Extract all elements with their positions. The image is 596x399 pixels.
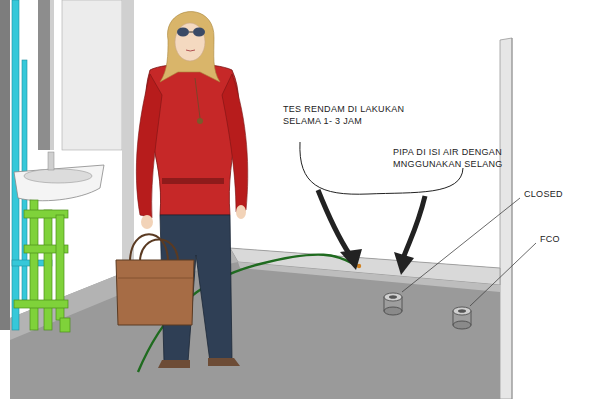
sink bbox=[14, 152, 104, 201]
drain-pipe bbox=[14, 200, 70, 332]
partition bbox=[0, 0, 134, 330]
water-pipe bbox=[12, 0, 52, 330]
part-label: FCO bbox=[540, 233, 580, 245]
floor bbox=[10, 248, 500, 399]
callout-note: PIPA DI ISI AIR DENGAN MNGGUNAKAN SELANG bbox=[393, 146, 553, 170]
handbag bbox=[116, 234, 194, 325]
closed-pipe bbox=[384, 293, 402, 315]
right-wall bbox=[500, 38, 512, 399]
fco-pipe bbox=[453, 307, 471, 329]
part-label: CLOSED bbox=[524, 188, 584, 200]
callout-note: TES RENDAM DI LAKUKAN SELAMA 1- 3 JAM bbox=[283, 103, 423, 127]
leader-line bbox=[402, 198, 536, 306]
